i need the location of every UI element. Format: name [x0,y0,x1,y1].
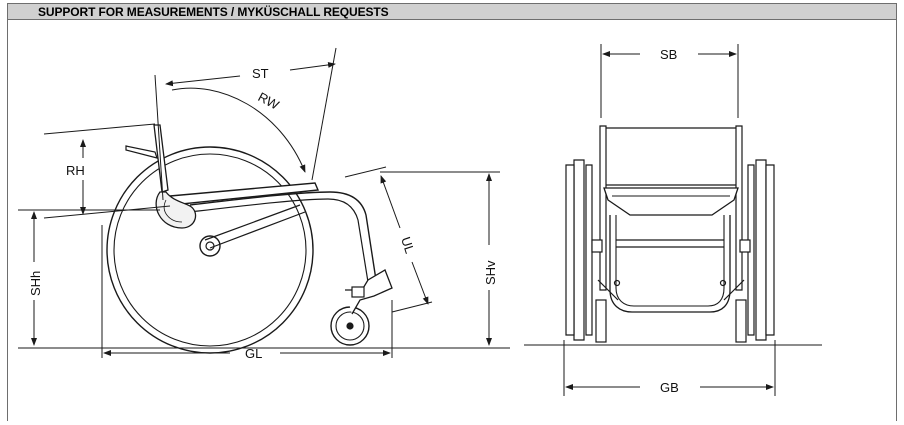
label-rh: RH [66,163,85,178]
backrest-post [153,124,169,193]
label-gl: GL [245,346,262,361]
label-ul: UL [398,235,417,255]
side-view [18,124,510,354]
frame-tube [189,191,377,281]
label-st: ST [252,66,269,81]
label-gb: GB [660,380,679,395]
label-shh: SHh [28,271,43,296]
label-shv: SHv [483,260,498,285]
label-sb: SB [660,47,677,62]
section-title: SUPPORT FOR MEASUREMENTS / MYKÜSCHALL RE… [38,5,389,19]
label-rw: RW [256,89,283,113]
rear-wheel-inner [113,153,307,347]
rear-wheel-hub [199,235,221,257]
front-view [524,125,822,346]
section-header: SUPPORT FOR MEASUREMENTS / MYKÜSCHALL RE… [8,4,896,20]
